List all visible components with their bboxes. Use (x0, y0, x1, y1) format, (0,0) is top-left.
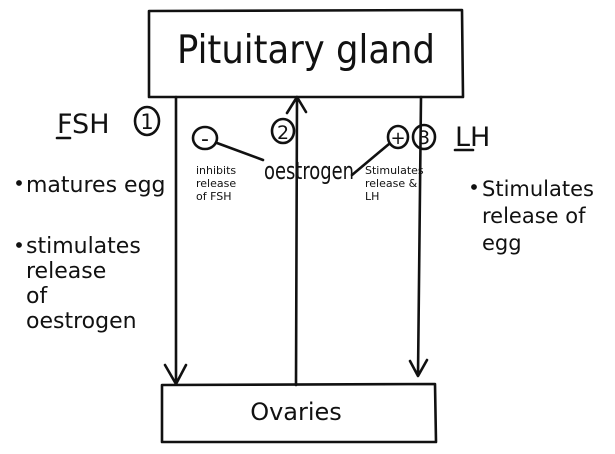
positive-note-line-1: Stimulates (365, 164, 424, 177)
ovaries-label: Ovaries (250, 398, 342, 426)
fsh-effect-1: matures egg (26, 173, 166, 198)
bullet (16, 242, 22, 248)
fsh-label: FSH (57, 109, 110, 140)
pituitary-gland-box (147, 8, 465, 99)
step-3-circle (411, 123, 437, 151)
bullet (471, 184, 477, 190)
positive-note: Stimulates release & LH (365, 164, 427, 203)
fsh-effect-2-text-line-3: of (26, 284, 48, 309)
lh-arrow (408, 95, 429, 378)
lh-effect-1: Stimulates release of egg (482, 177, 601, 255)
fsh-effect-2-text-line-2: release (26, 259, 106, 284)
positive-note-line-2: release & (365, 177, 418, 190)
negative-note-line-2: release (196, 177, 236, 190)
bullet (16, 180, 22, 186)
negative-note: inhibits release of FSH (196, 164, 240, 203)
oestrogen-to-minus-line (215, 141, 265, 162)
positive-sign-circle (386, 124, 410, 150)
lh-label: LH (455, 122, 490, 153)
step-2-number: 2 (277, 122, 289, 144)
fsh-step-number: 1 (140, 110, 153, 134)
fsh-effect-2-text: stimulates (26, 234, 141, 259)
negative-note-line-1: inhibits (196, 164, 236, 177)
step-2-circle (270, 117, 296, 145)
step-1-circle (133, 105, 161, 137)
step-3-number: 3 (418, 127, 430, 149)
fsh-effect-1-text: matures egg (26, 173, 166, 198)
ovaries-box (160, 382, 438, 444)
fsh-effect-2-text-line-4: oestrogen (26, 309, 137, 334)
pituitary-gland-label: Pituitary gland (177, 28, 435, 73)
lh-effect-1-text: Stimulates (482, 177, 594, 201)
lh-effect-1-text-line-3: egg (482, 231, 522, 255)
positive-sign: + (390, 128, 405, 149)
oestrogen-arrow (285, 95, 308, 387)
negative-sign-circle (191, 125, 219, 151)
oestrogen-to-plus-line (350, 142, 391, 177)
lh-effect-1-text-line-2: release of (482, 204, 586, 228)
negative-sign: - (201, 127, 209, 152)
negative-note-line-3: of FSH (196, 190, 232, 203)
positive-note-line-3: LH (365, 190, 379, 203)
oestrogen-label: oestrogen (264, 157, 354, 185)
fsh-arrow (163, 95, 188, 386)
